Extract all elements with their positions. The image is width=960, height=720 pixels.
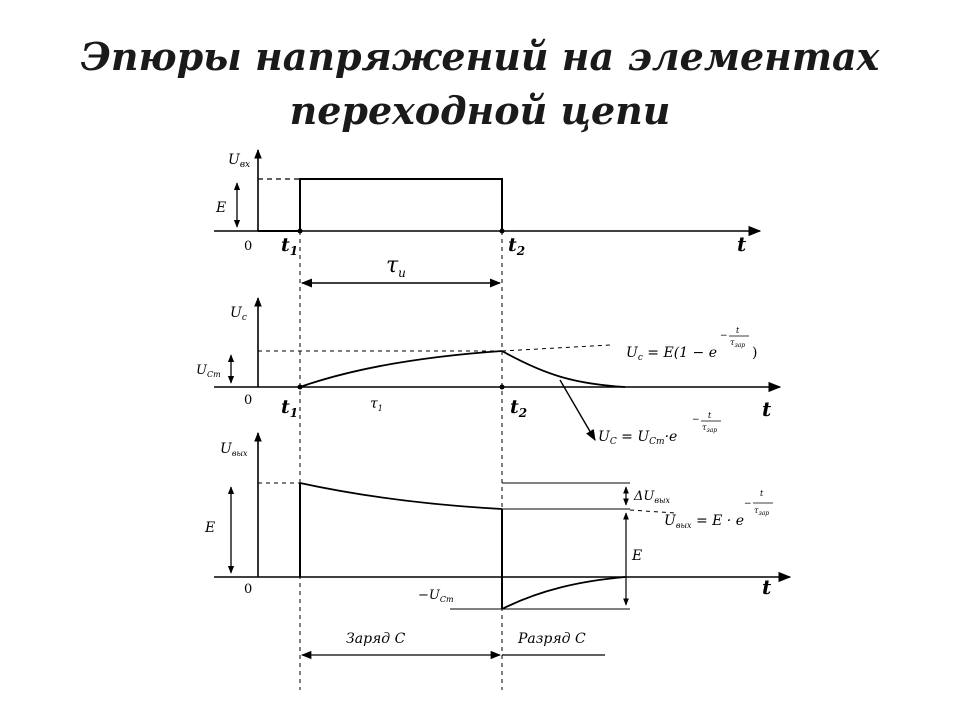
input-e-label: E bbox=[215, 200, 226, 216]
out-neg-level-label: −UCm bbox=[418, 588, 454, 604]
cap-discharge-formula: UC = UCm·e − t τзар bbox=[598, 411, 721, 447]
cap-asymptote-dashed bbox=[501, 344, 611, 352]
svg-text:−: − bbox=[692, 415, 700, 425]
cap-origin-label: 0 bbox=[244, 393, 252, 408]
cap-t-axis-label: t bbox=[762, 397, 772, 421]
time-guides bbox=[299, 231, 503, 690]
cap-y-label: Uc bbox=[230, 305, 247, 323]
cap-t2-label: t2 bbox=[510, 396, 527, 420]
out-y-label: Uвых bbox=[220, 441, 248, 458]
title-line-1: Эпюры напряжений на элементах bbox=[80, 34, 880, 79]
out-t-axis-label: t bbox=[762, 575, 772, 599]
slide-title: Эпюры напряжений на элементах переходной… bbox=[0, 30, 960, 138]
pulse-width-marker: τи bbox=[300, 253, 502, 288]
out-right-e-label: E bbox=[631, 548, 642, 564]
cap-t2-dot bbox=[499, 384, 505, 390]
svg-text:τзар: τзар bbox=[702, 423, 717, 434]
svg-text:UC = UCm·e: UC = UCm·e bbox=[598, 429, 677, 447]
out-formula: Uвых = E · e − t τзар bbox=[664, 489, 773, 530]
charge-span-label: Заряд C bbox=[346, 631, 406, 647]
out-decay-curve bbox=[299, 482, 503, 510]
input-voltage-panel bbox=[214, 149, 762, 237]
cap-t1-label: t1 bbox=[281, 396, 298, 420]
cap-charge-curve bbox=[299, 350, 503, 388]
svg-text:Uвых = E · e: Uвых = E · e bbox=[664, 513, 744, 530]
svg-text:−: − bbox=[720, 331, 728, 341]
out-origin-label: 0 bbox=[244, 582, 252, 597]
input-t-axis-label: t bbox=[737, 232, 747, 256]
title-line-2: переходной цепи bbox=[289, 88, 671, 133]
input-t2-label: t2 bbox=[508, 234, 525, 258]
out-delta-label: ΔUвых bbox=[633, 489, 671, 505]
input-y-label: Uвх bbox=[228, 152, 250, 170]
svg-text:Uc = E(1 − e: Uc = E(1 − e bbox=[626, 345, 717, 363]
output-labels: Uвых E 0 t −UCm ΔUвых E Uвых = E · e − t… bbox=[204, 441, 773, 660]
output-voltage-panel bbox=[214, 432, 792, 610]
svg-text:−: − bbox=[744, 499, 752, 509]
cap-discharge-curve bbox=[501, 350, 626, 388]
cap-formula-pointer bbox=[559, 379, 596, 441]
capacitor-labels: Uc UCm 0 t1 t2 τ1 t Uc = E(1 − e ) − t τ… bbox=[196, 305, 772, 447]
out-recovery-curve bbox=[501, 576, 626, 610]
input-pulse bbox=[258, 178, 503, 232]
svg-text:): ) bbox=[752, 345, 757, 361]
out-e-label: E bbox=[204, 520, 215, 536]
svg-text:t: t bbox=[736, 326, 740, 335]
cap-level-label: UCm bbox=[196, 363, 221, 379]
input-origin-label: 0 bbox=[244, 239, 252, 254]
svg-text:t: t bbox=[708, 411, 712, 420]
cap-charge-formula: Uc = E(1 − e ) − t τзар bbox=[626, 326, 757, 363]
svg-text:τзар: τзар bbox=[730, 338, 745, 349]
input-t1-label: t1 bbox=[281, 234, 298, 258]
discharge-span-label: Разряд C bbox=[517, 631, 586, 647]
input-labels: Uвх E 0 t1 t2 t bbox=[215, 152, 747, 258]
cap-tau-label: τ1 bbox=[370, 396, 383, 413]
svg-text:t: t bbox=[760, 489, 764, 498]
svg-text:τзар: τзар bbox=[754, 506, 769, 517]
capacitor-voltage-panel bbox=[214, 297, 782, 441]
cap-t1-dot bbox=[297, 384, 303, 390]
pulse-width-label: τи bbox=[386, 253, 406, 280]
